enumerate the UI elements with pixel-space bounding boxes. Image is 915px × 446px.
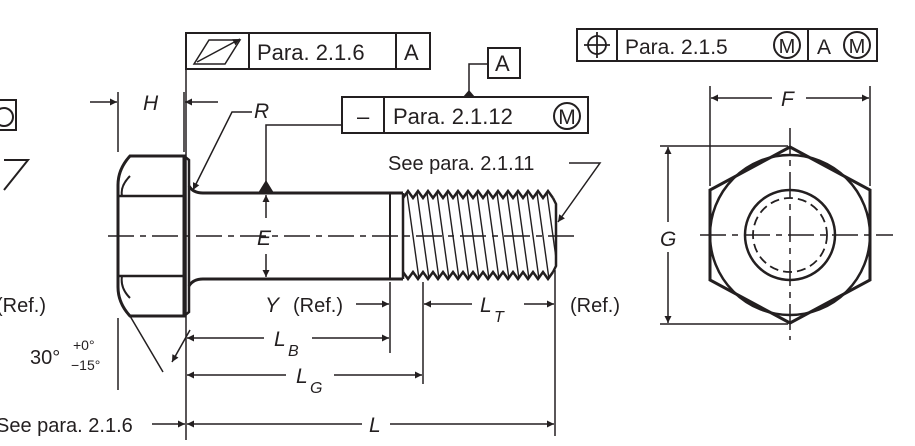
angle-tolerance-plus: +0° [73, 337, 95, 353]
dimension-lg: L G [187, 365, 422, 397]
left-ref-label: (Ref.) [0, 295, 46, 317]
dimension-h-label: H [143, 92, 159, 115]
position-mmc-2: M [849, 36, 866, 58]
note-see-para-2-1-11: See para. 2.1.11 [388, 153, 602, 223]
dimension-f-label: F [781, 88, 795, 111]
dimension-y: Y (Ref.) [265, 282, 391, 353]
bolt-end-view: F G [660, 86, 893, 340]
position-datum: A [817, 36, 831, 59]
bolt-thread [401, 188, 558, 282]
fcf-straightness: – Para. 2.1.12 M [258, 96, 589, 193]
dimension-e-label: E [257, 227, 272, 250]
fcf-runout: Para. 2.1.6 A [185, 32, 431, 440]
dimension-lt-label: L [480, 294, 492, 317]
dimension-lg-label: L [296, 365, 308, 388]
hex-head-outline [708, 145, 872, 325]
dimension-f: F [709, 86, 871, 186]
dimension-lb: L B [187, 328, 389, 360]
fcf-runout-datum: A [404, 40, 419, 65]
thread-minor-circle [752, 197, 828, 273]
dimension-y-label: Y [265, 294, 281, 317]
left-cropped-view: (Ref.) [0, 99, 46, 317]
fcf-runout-ref: Para. 2.1.6 [257, 40, 365, 65]
dimension-l-label: L [369, 414, 381, 437]
position-mmc-1: M [779, 36, 796, 58]
thread-major-circle [743, 188, 837, 282]
bolt-shank [187, 185, 403, 287]
dimension-y-ref: (Ref.) [293, 295, 343, 317]
fcf-position-ref: Para. 2.1.5 [625, 36, 728, 59]
radius-label: R [254, 100, 269, 123]
fcf-straightness-ref: Para. 2.1.12 [393, 104, 513, 129]
angle-value: 30° [30, 347, 60, 369]
dimension-lt-subscript: T [494, 309, 505, 326]
see-para-2111-text: See para. 2.1.11 [388, 153, 534, 175]
dimension-lt: L T (Ref.) [422, 270, 620, 436]
dimension-h: H [90, 92, 218, 152]
dimension-lb-subscript: B [288, 343, 299, 360]
dimension-l: L [187, 414, 554, 437]
fcf-position: Para. 2.1.5 M A M [576, 28, 878, 62]
chamfer-angle: 30° +0° −15° [30, 315, 191, 390]
note-see-para-2-1-6: See para. 2.1.6 [0, 415, 185, 437]
runout-icon [192, 38, 242, 65]
position-icon [584, 32, 610, 58]
dimension-g-label: G [660, 228, 676, 251]
datum-a-feature: A [463, 47, 521, 97]
dimension-e: E [257, 195, 272, 277]
dimension-lg-subscript: G [310, 380, 322, 397]
bolt-side-view: E [108, 154, 575, 318]
see-para-216-text: See para. 2.1.6 [0, 415, 133, 437]
radius-leader: R [192, 100, 269, 191]
mmc-modifier: M [558, 106, 576, 129]
dimension-lb-label: L [274, 328, 286, 351]
datum-a-label: A [495, 51, 510, 76]
angle-tolerance-minus: −15° [71, 357, 100, 373]
dimension-g: G [660, 145, 788, 325]
straightness-symbol: – [357, 104, 370, 129]
dimension-lt-ref: (Ref.) [570, 295, 620, 317]
